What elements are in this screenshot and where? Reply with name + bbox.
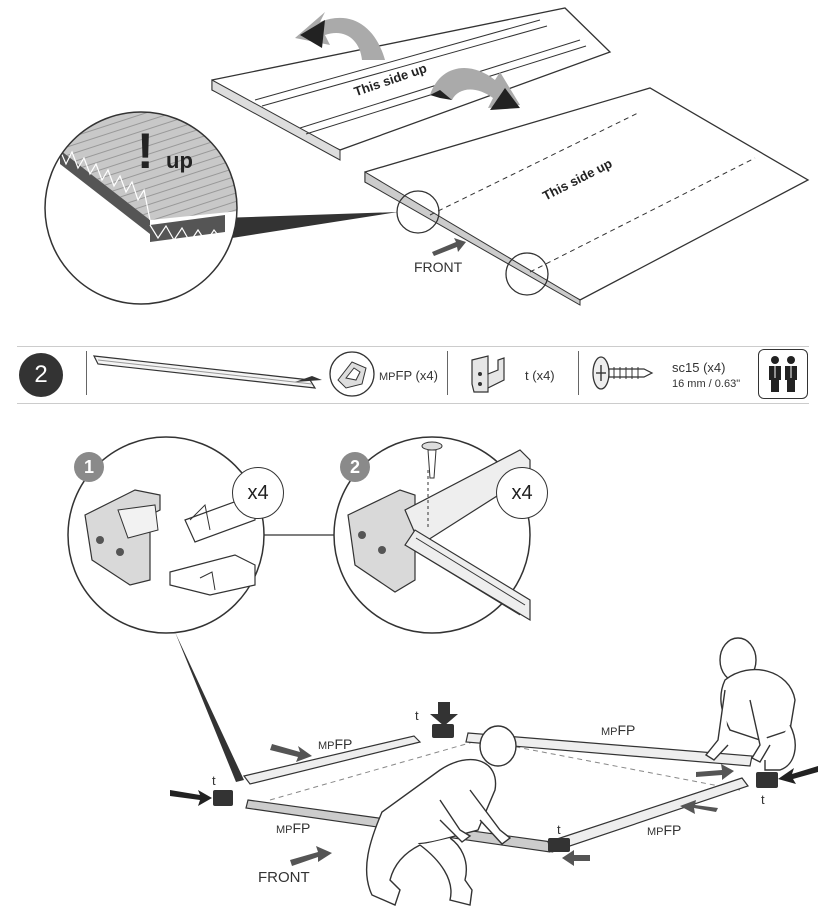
substep-badge-2: 2 <box>340 452 370 482</box>
profile-label-4: MPFP <box>647 822 681 838</box>
bracket-label-top: t <box>415 708 419 723</box>
bracket-label: t (x4) <box>525 368 555 383</box>
panel-back <box>211 7 612 161</box>
screw-code: sc15 <box>672 360 700 375</box>
arrow-icon <box>270 744 312 762</box>
profile-rail <box>465 732 753 767</box>
front-label-bottom: FRONT <box>258 869 310 886</box>
bracket-icon <box>213 790 233 806</box>
profile-part-icon <box>92 351 375 397</box>
divider <box>447 351 448 395</box>
person-figure <box>365 725 517 906</box>
parts-bar <box>17 346 809 404</box>
panel-front <box>364 87 810 306</box>
profile-label-2: MPFP <box>601 722 635 738</box>
frame-assembly-diagram <box>170 632 818 906</box>
profile-prefix: MP <box>318 740 335 752</box>
substep-badge-1: 1 <box>74 452 104 482</box>
profile-rail <box>547 777 749 853</box>
profile-label-1: MPFP <box>318 736 352 752</box>
profile-code: FP <box>334 736 353 752</box>
bracket-icon <box>756 772 778 788</box>
divider <box>86 351 87 395</box>
front-label-top: FRONT <box>414 259 463 275</box>
rotate-arrow-icon <box>295 12 385 60</box>
arrow-icon <box>290 846 332 866</box>
profile-code: FP <box>617 722 636 738</box>
arrow-icon <box>170 790 212 806</box>
profile-prefix: MP <box>601 726 618 738</box>
screw-icon <box>592 356 654 390</box>
bracket-code: t <box>525 368 529 383</box>
arrow-icon <box>562 850 590 866</box>
profile-code: FP <box>663 822 682 838</box>
profile-prefix: MP <box>379 371 396 383</box>
bracket-qty: (x4) <box>532 368 555 383</box>
bracket-label-bottom: t <box>557 822 561 837</box>
front-arrow-icon <box>432 238 466 256</box>
profile-part-label: MPFP (x4) <box>379 368 438 383</box>
substep-count-1: x4 <box>232 467 284 519</box>
bracket-icon <box>432 724 454 738</box>
screw-qty: (x4) <box>703 360 726 375</box>
bracket-label-right: t <box>761 792 765 807</box>
profile-label-3: MPFP <box>276 820 310 836</box>
profile-code: FP <box>395 368 412 383</box>
divider <box>578 351 579 395</box>
panel-orientation-diagram <box>44 7 810 306</box>
substep-count-2: x4 <box>496 467 548 519</box>
person-figure <box>704 637 796 771</box>
arrow-icon <box>696 764 734 780</box>
two-persons-icon <box>758 349 808 399</box>
arrow-icon <box>778 766 818 784</box>
profile-rail <box>242 735 422 785</box>
profile-prefix: MP <box>647 826 664 838</box>
step-number-badge: 2 <box>19 353 63 397</box>
screw-size: 16 mm / 0.63" <box>672 378 741 390</box>
arrow-icon <box>680 800 718 814</box>
profile-prefix: MP <box>276 824 293 836</box>
bracket-icon <box>548 838 570 852</box>
screw-label: sc15 (x4) <box>672 360 725 375</box>
rotate-arrow-icon <box>430 68 520 108</box>
bracket-label-left: t <box>212 773 216 788</box>
warning-up-text: up <box>166 148 193 173</box>
magnifier-circle-icon <box>505 252 549 296</box>
assembly-detail-diagram <box>67 436 531 634</box>
profile-code: FP <box>292 820 311 836</box>
bracket-icon <box>471 355 505 393</box>
profile-qty: (x4) <box>415 368 438 383</box>
arrow-icon <box>430 702 458 726</box>
magnifier-circle-icon <box>396 190 440 234</box>
warning-mark: ! <box>137 123 154 179</box>
